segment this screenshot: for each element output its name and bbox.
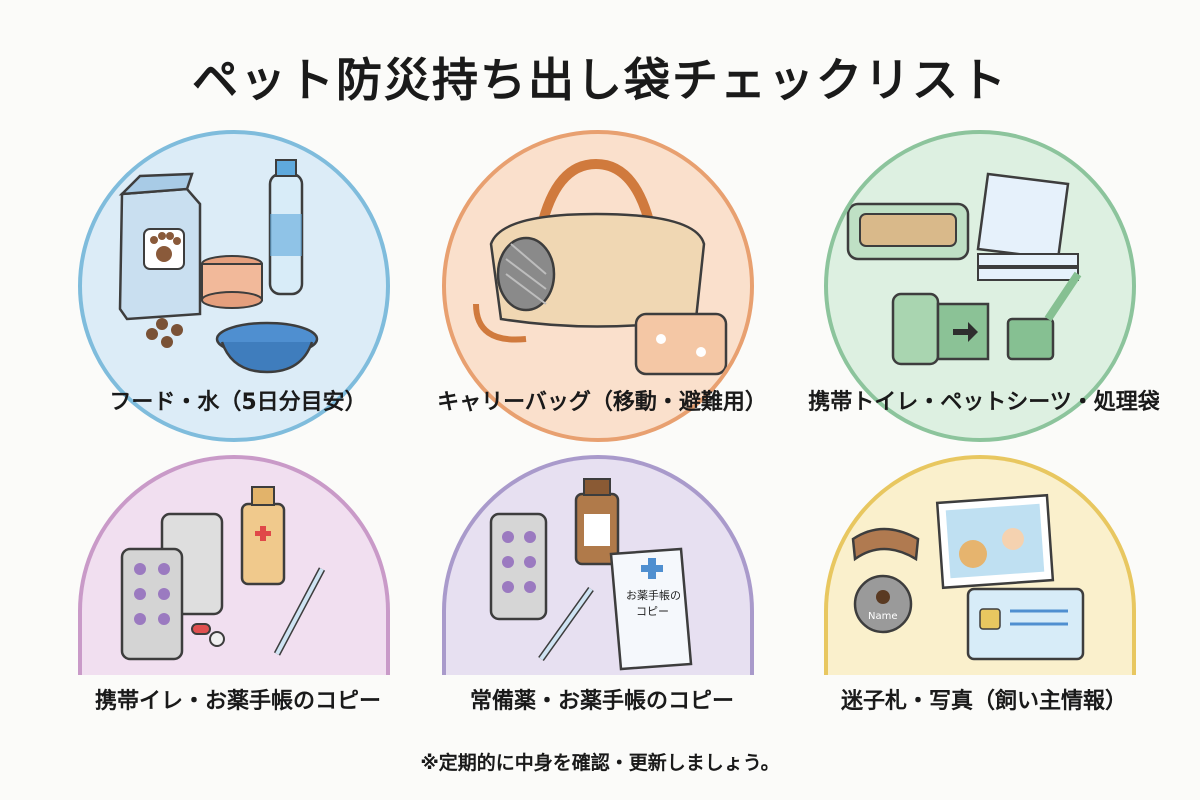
footer-note: ※定期的に中身を確認・更新しましょう。	[420, 752, 780, 774]
id-tag-photo-icon: Name	[851, 493, 1085, 661]
tag-name-text: Name	[868, 611, 898, 622]
id-tag-photo-circle: Name	[824, 455, 1136, 675]
item-label: フード・水（5日分目安）	[109, 390, 367, 415]
item-label: 迷子札・写真（飼い主情報）	[840, 689, 1127, 714]
carrier-bag-icon	[473, 158, 728, 376]
notebook-text: お薬手帳の	[626, 588, 681, 602]
item-label: 携帯トイレ・ペットシーツ・処理袋	[808, 390, 1160, 415]
notebook-copy-text: コピー	[636, 605, 669, 618]
medicine-notebook-icon: お薬手帳の コピー	[489, 478, 693, 671]
portable-toilet-icon	[846, 172, 1082, 366]
portable-toilet-circle	[824, 130, 1136, 442]
page-title: ペット防災持ち出し袋チェックリスト	[192, 53, 1008, 107]
medicine-notebook-circle: お薬手帳の コピー	[442, 455, 754, 675]
medicine-circle	[78, 455, 390, 675]
food-water-circle	[78, 130, 390, 442]
item-label: キャリーバッグ（移動・避難用）	[437, 390, 767, 415]
food-water-icon	[118, 159, 319, 374]
medicine-icon	[120, 486, 326, 661]
carrier-bag-circle	[442, 130, 754, 442]
item-label: 携帯イレ・お薬手帳のコピー	[94, 689, 381, 714]
item-label: 常備薬・お薬手帳のコピー	[469, 689, 734, 714]
